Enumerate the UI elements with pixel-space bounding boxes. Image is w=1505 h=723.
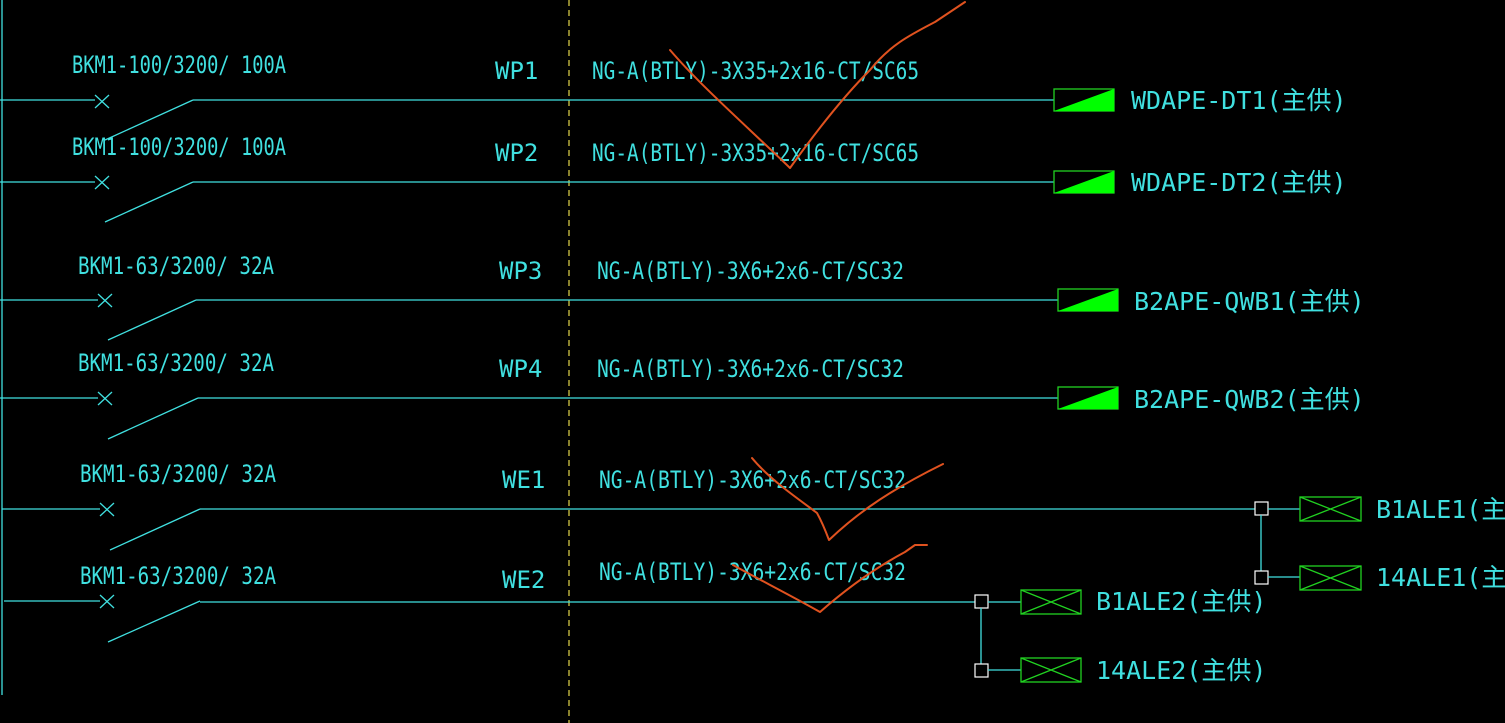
- load-label: B1ALE1(主供: [1376, 495, 1505, 524]
- distribution-box-icon[interactable]: [1053, 170, 1115, 194]
- circuit-wp3[interactable]: BKM1-63/3200/ 32A WP3 NG-A(BTLY)-3X6+2x6…: [0, 252, 1365, 341]
- check-mark-annotation: [669, 1, 966, 169]
- breaker-label: BKM1-63/3200/ 32A: [80, 562, 276, 590]
- circuit-id-label: WE1: [502, 466, 545, 494]
- distribution-box-icon[interactable]: [1053, 88, 1115, 112]
- lighting-box-icon[interactable]: [1299, 496, 1362, 522]
- check-mark-annotation: [732, 544, 928, 613]
- breaker-switch-blade: [107, 397, 199, 440]
- load-label: 14ALE2(主供): [1096, 656, 1266, 685]
- circuit-we1[interactable]: BKM1-63/3200/ 32A WE1 NG-A(BTLY)-3X6+2x6…: [2, 460, 1505, 592]
- lighting-box-icon[interactable]: [1020, 589, 1082, 615]
- circuit-id-label: WP4: [499, 355, 542, 383]
- circuit-id-label: WP2: [495, 139, 538, 167]
- cable-spec-label: NG-A(BTLY)-3X6+2x6-CT/SC32: [597, 355, 904, 383]
- breaker-label: BKM1-100/3200/ 100A: [72, 133, 286, 161]
- junction-box-icon: [974, 594, 989, 609]
- cable-spec-label: NG-A(BTLY)-3X6+2x6-CT/SC32: [599, 558, 906, 586]
- cable-spec-label: NG-A(BTLY)-3X35+2x16-CT/SC65: [592, 139, 919, 167]
- breaker-switch-blade: [107, 299, 197, 341]
- breaker-switch-blade: [109, 508, 201, 551]
- breaker-cross-icon: [97, 391, 113, 406]
- junction-box-icon: [1254, 501, 1269, 516]
- circuit-we2[interactable]: BKM1-63/3200/ 32A WE2 NG-A(BTLY)-3X6+2x6…: [4, 558, 1266, 685]
- distribution-box-icon[interactable]: [1057, 386, 1119, 410]
- breaker-switch-blade: [104, 99, 194, 141]
- distribution-box-icon[interactable]: [1057, 288, 1119, 312]
- circuit-wp4[interactable]: BKM1-63/3200/ 32A WP4 NG-A(BTLY)-3X6+2x6…: [0, 349, 1365, 440]
- breaker-cross-icon: [97, 293, 113, 308]
- lighting-box-icon[interactable]: [1299, 565, 1362, 591]
- breaker-switch-blade: [107, 600, 201, 643]
- load-label: 14ALE1(主供: [1376, 563, 1505, 592]
- breaker-label: BKM1-100/3200/ 100A: [72, 51, 286, 79]
- breaker-cross-icon: [94, 94, 110, 109]
- cable-spec-label: NG-A(BTLY)-3X35+2x16-CT/SC65: [592, 57, 919, 85]
- circuit-wp2[interactable]: BKM1-100/3200/ 100A WP2 NG-A(BTLY)-3X35+…: [0, 133, 1347, 223]
- load-label: B1ALE2(主供): [1096, 587, 1266, 616]
- junction-box-icon: [974, 663, 989, 678]
- breaker-label: BKM1-63/3200/ 32A: [78, 349, 274, 377]
- junction-box-icon: [1254, 570, 1269, 585]
- circuit-id-label: WE2: [502, 566, 545, 594]
- load-label: WDAPE-DT2(主供): [1131, 168, 1347, 197]
- circuit-id-label: WP1: [495, 57, 538, 85]
- breaker-label: BKM1-63/3200/ 32A: [80, 460, 276, 488]
- lighting-box-icon[interactable]: [1020, 657, 1082, 683]
- cable-spec-label: NG-A(BTLY)-3X6+2x6-CT/SC32: [597, 257, 904, 285]
- breaker-label: BKM1-63/3200/ 32A: [78, 252, 274, 280]
- breaker-cross-icon: [99, 594, 115, 609]
- breaker-switch-blade: [104, 181, 194, 223]
- circuit-wp1[interactable]: BKM1-100/3200/ 100A WP1 NG-A(BTLY)-3X35+…: [0, 51, 1347, 141]
- load-label: WDAPE-DT1(主供): [1131, 86, 1347, 115]
- breaker-cross-icon: [99, 502, 115, 517]
- cable-spec-label: NG-A(BTLY)-3X6+2x6-CT/SC32: [599, 466, 906, 494]
- check-mark-annotation: [751, 457, 944, 541]
- load-label: B2APE-QWB2(主供): [1134, 385, 1365, 414]
- load-label: B2APE-QWB1(主供): [1134, 287, 1365, 316]
- circuit-id-label: WP3: [499, 257, 542, 285]
- breaker-cross-icon: [94, 175, 110, 190]
